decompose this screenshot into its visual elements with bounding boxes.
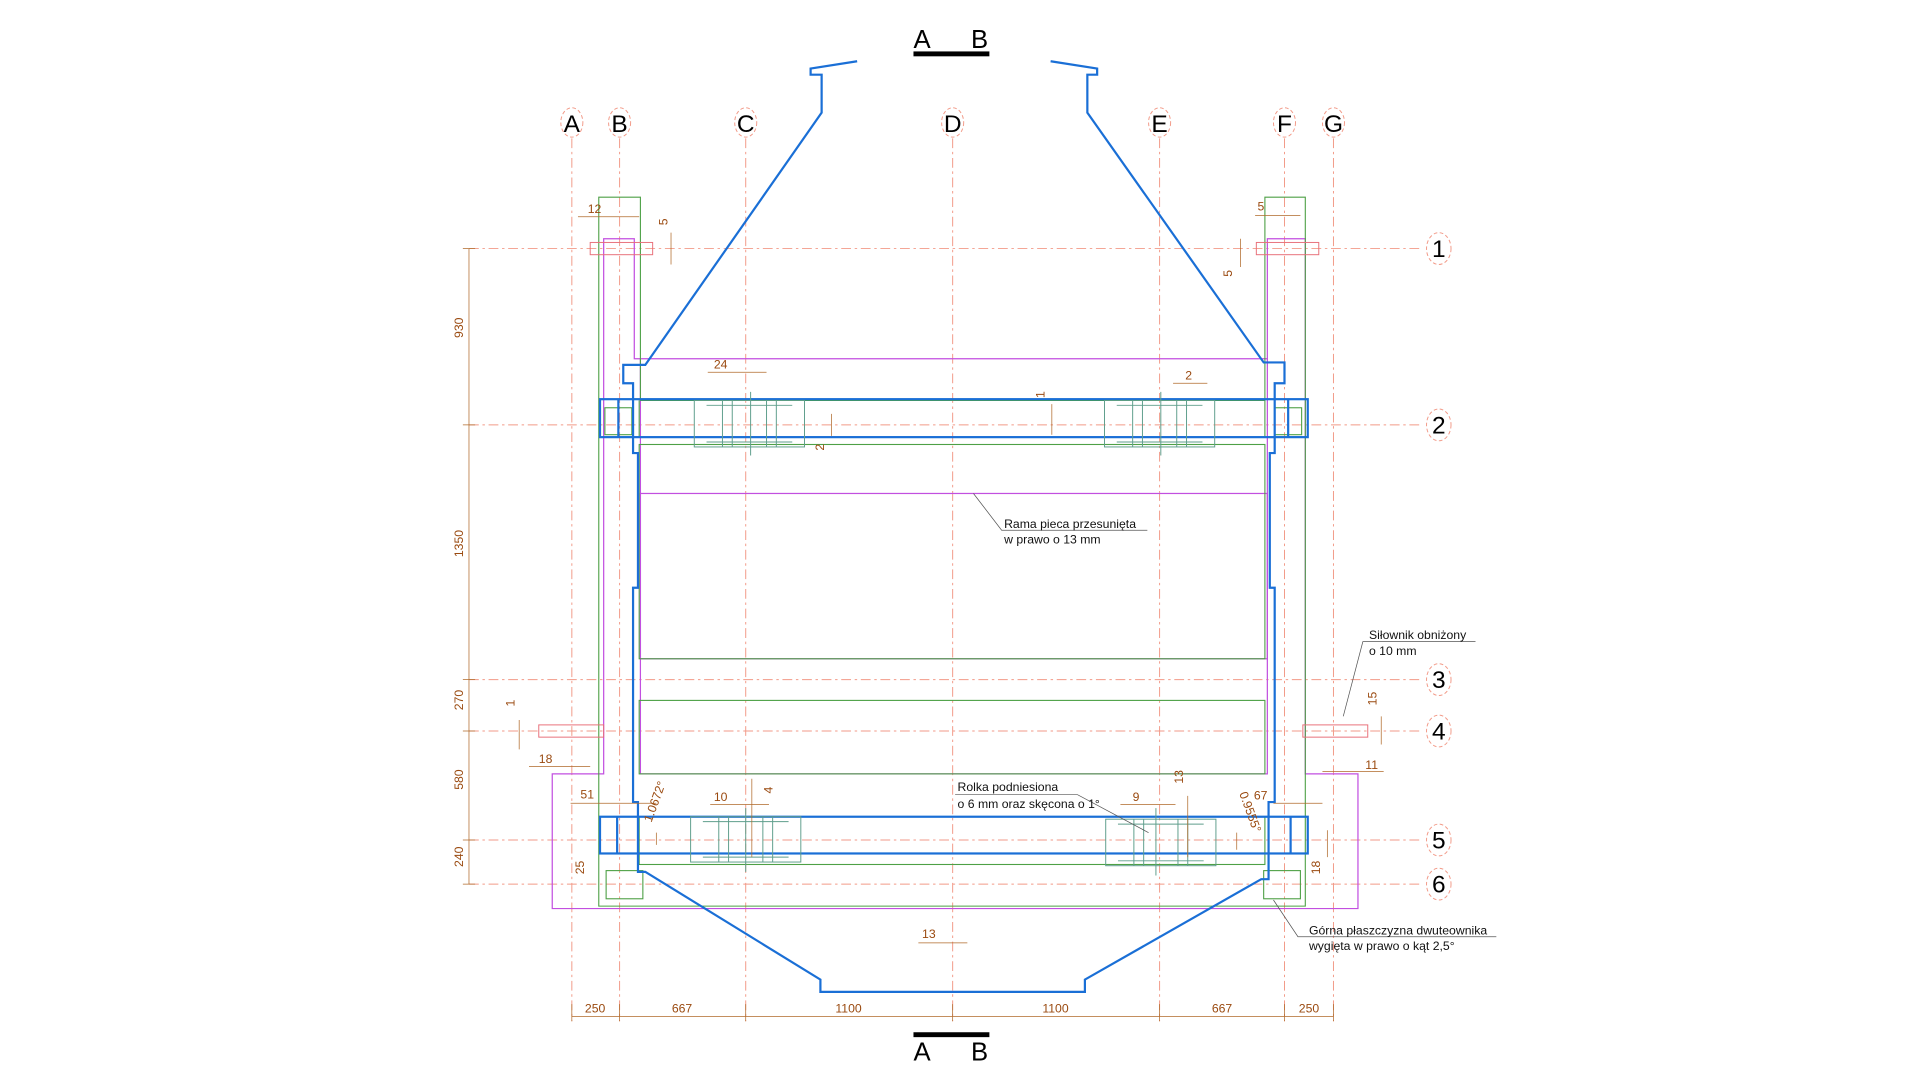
- dimension-value: 1100: [1042, 1002, 1069, 1016]
- roller-top-right: [1104, 391, 1216, 456]
- row-marker-circle: [1426, 663, 1452, 696]
- note-line: w prawo o 13 mm: [1003, 533, 1101, 547]
- row-marker-circle: [1426, 232, 1452, 265]
- note-actuator: Siłownik obniżony o 10 mm: [1342, 628, 1476, 717]
- row-label: 6: [1432, 872, 1446, 899]
- dimension-value: 1350: [452, 530, 466, 557]
- column-marker-circle: [1272, 107, 1297, 138]
- row-label: 1: [1432, 236, 1446, 263]
- note-line: Rama pieca przesunięta: [1004, 517, 1136, 531]
- section-label-b: B: [971, 26, 988, 54]
- column-marker-circle: [560, 107, 584, 138]
- row-marker-circle: [1426, 867, 1452, 901]
- dimension-value: 25: [573, 860, 587, 874]
- dimension-value: 18: [1309, 860, 1323, 874]
- note-line: Rolka podniesiona: [958, 780, 1059, 794]
- dimension-value: 930: [452, 317, 466, 338]
- dimension-value: 15: [1365, 692, 1379, 706]
- column-label: E: [1151, 111, 1167, 138]
- dimension-lines: [462, 215, 1384, 1022]
- section-marker-bottom: A B: [913, 1032, 990, 1066]
- note-frame-shift: Rama pieca przesunięta w prawo o 13 mm: [973, 493, 1148, 547]
- column-label: A: [564, 111, 581, 138]
- furnace-frame: [598, 196, 1306, 907]
- dimension-value: 250: [585, 1002, 606, 1016]
- column-label: D: [944, 111, 962, 138]
- column-marker-circle: [734, 107, 758, 138]
- actuator-1-left: [589, 241, 654, 256]
- dimension-value: 18: [539, 752, 553, 766]
- dimension-value: 1: [503, 700, 517, 707]
- row-label: 2: [1432, 412, 1446, 439]
- column-marker-circle: [1321, 107, 1345, 138]
- dimension-value: 1: [1033, 391, 1047, 398]
- column-label: B: [611, 111, 627, 138]
- grid-axes: [468, 138, 1421, 1022]
- furnace-outline: [598, 60, 1309, 993]
- dimension-value: 580: [452, 769, 466, 790]
- roller-top-left: [693, 391, 805, 456]
- actuators: [538, 241, 1369, 738]
- column-marker-circle: [608, 107, 632, 138]
- note-roller: Rolka podniesiona o 6 mm oraz skęcona o …: [955, 780, 1149, 833]
- dimension-value: 13: [1172, 770, 1186, 784]
- rollers: [690, 391, 1217, 876]
- column-label: G: [1324, 111, 1343, 138]
- dimension-value: 9: [1133, 790, 1140, 804]
- row-label: 3: [1432, 667, 1446, 694]
- column-marker-circle: [941, 107, 965, 138]
- row-marker-circle: [1426, 823, 1452, 857]
- column-label: F: [1277, 111, 1292, 138]
- note-line: o 6 mm oraz skęcona o 1°: [958, 797, 1100, 811]
- dimension-value: 10: [714, 790, 728, 804]
- section-label-a: A: [913, 26, 931, 54]
- dimension-value: 5: [1258, 200, 1265, 214]
- dimension-value: 2: [813, 444, 827, 451]
- dimension-value: 270: [452, 690, 466, 711]
- note-line: wygięta w prawo o kąt 2,5°: [1308, 939, 1455, 953]
- note-line: Siłownik obniżony: [1369, 628, 1467, 642]
- dimension-value: 51: [580, 787, 594, 801]
- section-bar: [913, 51, 990, 57]
- dimension-value: 11: [1365, 758, 1378, 772]
- dimension-value: 12: [588, 202, 602, 216]
- dimension-value: 2: [1185, 369, 1192, 383]
- dimension-value: 24: [714, 358, 728, 372]
- dimension-value: 13: [922, 927, 936, 941]
- actuator-4-right: [1302, 724, 1369, 738]
- dimension-value: 67: [1254, 789, 1268, 803]
- dimension-value: 250: [1299, 1002, 1320, 1016]
- section-label-b: B: [971, 1038, 988, 1066]
- shifted-frame: [551, 238, 1359, 910]
- dimension-value: 240: [452, 846, 466, 867]
- actuator-1-right: [1255, 241, 1320, 256]
- dimension-value: 667: [1212, 1002, 1233, 1016]
- dimension-value: 4: [762, 786, 776, 793]
- section-bar: [913, 1032, 990, 1038]
- roller-bottom-left: [690, 808, 802, 872]
- roller-bottom-right: [1105, 808, 1217, 876]
- row-label: 5: [1432, 828, 1446, 855]
- dimension-value: 5: [656, 218, 670, 225]
- note-beam: Górna płaszczyzna dwuteownika wygięta w …: [1273, 899, 1497, 953]
- actuator-4-left: [538, 724, 605, 738]
- note-line: o 10 mm: [1369, 644, 1417, 658]
- dimension-value: 667: [672, 1002, 693, 1016]
- section-marker-top: A B: [913, 26, 990, 57]
- row-label: 4: [1432, 719, 1446, 746]
- row-marker-circle: [1426, 714, 1452, 748]
- row-marker-circle: [1426, 408, 1452, 442]
- note-line: Górna płaszczyzna dwuteownika: [1309, 923, 1487, 937]
- dimension-value: 1100: [835, 1002, 862, 1016]
- column-marker-circle: [1148, 107, 1172, 138]
- dimension-value: 5: [1221, 270, 1235, 277]
- section-label-a: A: [913, 1038, 931, 1066]
- column-label: C: [737, 111, 755, 138]
